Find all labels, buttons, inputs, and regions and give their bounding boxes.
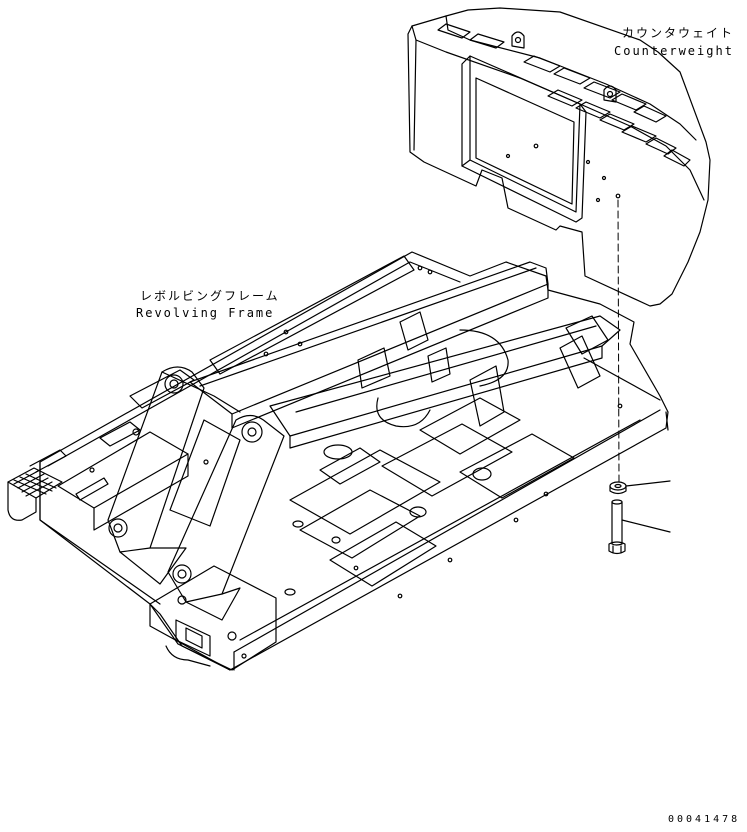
boom-bracket-left — [108, 367, 240, 584]
washer-leader-line — [626, 481, 670, 486]
bolt-axis-line — [618, 200, 619, 482]
counterweight-part — [408, 8, 710, 306]
step-ladder — [8, 468, 62, 520]
counterweight-label-jp: カウンタウェイト — [622, 26, 735, 40]
revolving-frame-part — [8, 252, 668, 670]
document-number: 00041478 — [668, 814, 741, 825]
bolt-part — [609, 500, 625, 554]
bolt-leader-line — [622, 520, 670, 532]
frame-label-jp: レボルビングフレーム — [140, 289, 280, 303]
frame-label-en: Revolving Frame — [136, 306, 275, 320]
boom-bracket-right — [168, 415, 284, 620]
counterweight-label-en: Counterweight — [614, 44, 734, 58]
counterweight-ribs — [438, 24, 690, 166]
washer-part — [610, 482, 626, 494]
